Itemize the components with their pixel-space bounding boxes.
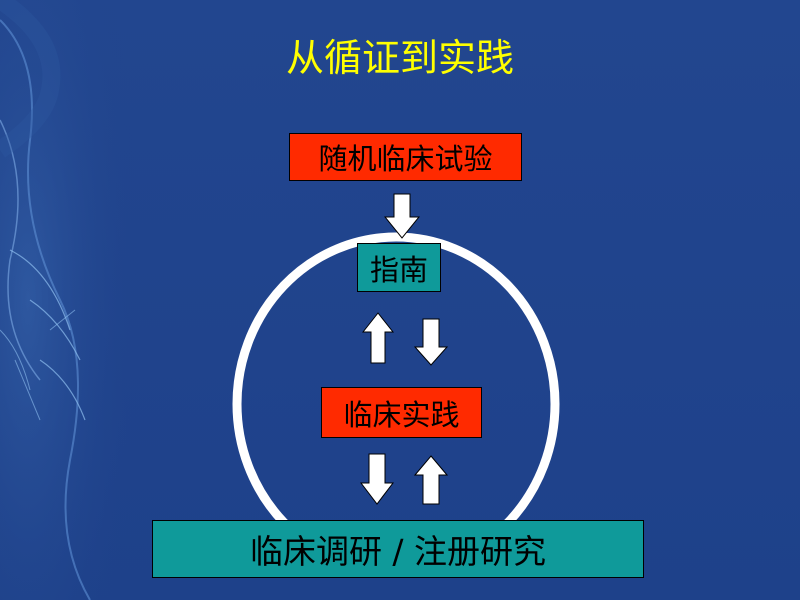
arrow-down-rct-to-guideline [384, 193, 420, 239]
arrow-down-practice-to-research [360, 453, 394, 505]
node-clinical-practice: 临床实践 [321, 387, 482, 438]
arrow-up-practice-to-guideline [362, 312, 394, 364]
arrow-down-guideline-to-practice [414, 318, 448, 366]
heart-vessel-decoration [0, 0, 140, 600]
slide-title: 从循证到实践 [285, 36, 514, 80]
node-randomized-clinical-trial: 随机临床试验 [289, 133, 522, 181]
arrow-up-research-to-practice [414, 455, 448, 505]
node-clinical-research-registry: 临床调研 / 注册研究 [152, 520, 644, 578]
node-guideline: 指南 [357, 243, 441, 292]
